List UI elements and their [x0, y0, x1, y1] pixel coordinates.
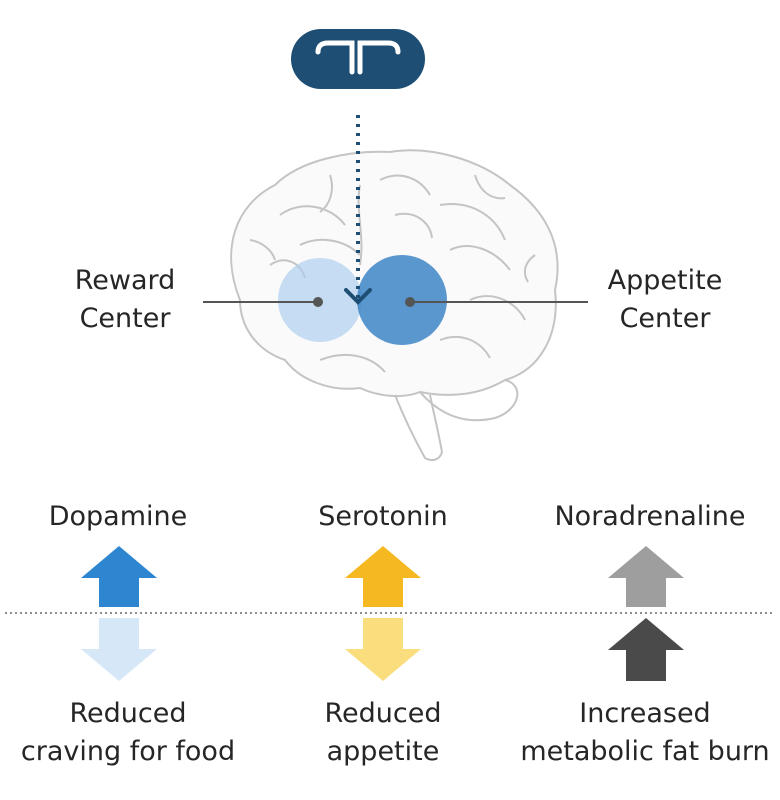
- serotonin-effect: Reduced appetite: [324, 698, 442, 767]
- chevron-down-icon: [344, 288, 372, 305]
- noradrenaline-up-arrow-icon: [608, 546, 684, 607]
- reward-center-label: Reward Center: [74, 265, 176, 334]
- dopamine-up-arrow-icon: [81, 546, 157, 607]
- appetite-center-zone: [357, 255, 447, 345]
- serotonin-title: Serotonin: [318, 501, 448, 532]
- dopamine-title: Dopamine: [48, 501, 188, 532]
- dopamine-effect: Reduced craving for food: [20, 698, 236, 767]
- serotonin-up-arrow-icon: [345, 546, 421, 607]
- noradrenaline-effect: Increased metabolic fat burn: [520, 698, 770, 767]
- appetite-pointer-dot: [405, 297, 415, 307]
- appetite-center-label: Appetite Center: [607, 265, 723, 334]
- reward-pointer-dot: [313, 297, 323, 307]
- noradrenaline-title: Noradrenaline: [554, 501, 746, 532]
- serotonin-down-arrow-icon: [345, 618, 421, 681]
- noradrenaline-lower-up-arrow-icon: [608, 618, 684, 681]
- dopamine-down-arrow-icon: [81, 618, 157, 681]
- pill-icon: [291, 29, 425, 89]
